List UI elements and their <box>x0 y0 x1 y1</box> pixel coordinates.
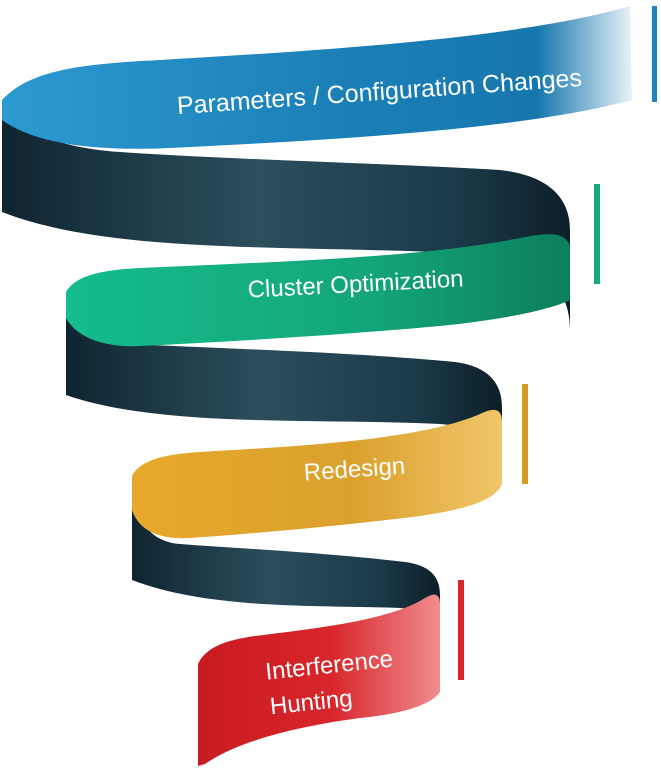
stage-marker-4 <box>458 580 464 680</box>
stage-marker-2 <box>594 184 600 284</box>
stage-marker-1 <box>652 6 657 102</box>
connector-band-3 <box>132 488 440 648</box>
connector-band-2 <box>66 300 502 482</box>
stage-band-2 <box>66 234 570 347</box>
stage-band-1 <box>2 6 632 149</box>
stage-marker-3 <box>522 384 528 484</box>
connector-band-1 <box>2 100 570 330</box>
stage-band-3 <box>132 409 502 539</box>
stage-band-4 <box>198 594 440 766</box>
